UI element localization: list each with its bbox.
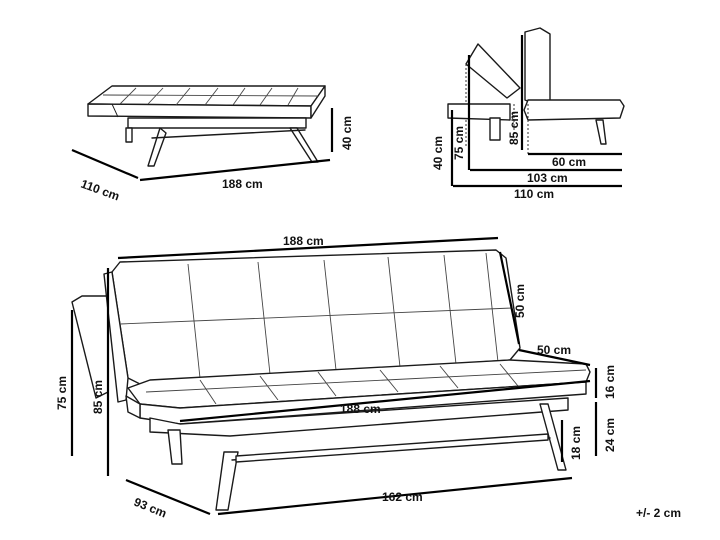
- main-back-cushion-dimension-line: [498, 251, 521, 345]
- top-left-bed-view: 188 cm 110 cm 40 cm: [71, 85, 354, 204]
- main-leg-height-label: 18 cm: [569, 426, 583, 460]
- top-right-side-view: 85 cm 75 cm 40 cm 60 cm 103 cm 110 cm: [431, 27, 625, 201]
- main-back-cushion-label: 50 cm: [513, 284, 527, 318]
- main-overall-height-label: 85 cm: [91, 380, 105, 414]
- side-seat-height-label: 40 cm: [431, 136, 445, 170]
- main-leg-span-dimension-line: [217, 476, 573, 516]
- main-back-height-label: 75 cm: [55, 376, 69, 410]
- top-left-depth-label: 110 cm: [79, 177, 121, 204]
- main-depth-label: 93 cm: [132, 495, 169, 521]
- top-left-width-label: 188 cm: [222, 177, 263, 191]
- top-left-height-label: 40 cm: [340, 116, 354, 150]
- side-profile-drawing: [447, 27, 625, 154]
- top-left-depth-dimension-line: [71, 148, 139, 180]
- side-seat-depth-label: 60 cm: [552, 155, 586, 169]
- main-seat-height-label: 24 cm: [603, 418, 617, 452]
- main-seat-depth-label: 50 cm: [537, 343, 571, 357]
- main-top-width-label: 188 cm: [283, 234, 324, 248]
- main-depth-dimension-line: [125, 478, 211, 516]
- side-total-depth-label: 110 cm: [514, 187, 554, 201]
- side-back-lower-height-label: 75 cm: [452, 126, 466, 160]
- main-seat-width-label: 188 cm: [340, 402, 381, 416]
- main-leg-span-label: 162 cm: [382, 490, 423, 504]
- side-mid-depth-label: 103 cm: [527, 171, 568, 185]
- side-back-height-label: 85 cm: [507, 111, 521, 145]
- tolerance-note: +/- 2 cm: [636, 506, 681, 520]
- main-seat-depth-dimension-line: [518, 348, 591, 367]
- main-top-width-dimension-line: [117, 236, 499, 260]
- main-seat-thickness-label: 16 cm: [603, 365, 617, 399]
- top-left-width-dimension-line: [139, 158, 331, 182]
- main-sofa-view: 188 cm 50 cm 50 cm 188 cm 85 cm 75 cm 93…: [55, 234, 617, 521]
- main-seat-width-dimension-line: [179, 379, 591, 423]
- bed-drawing: [87, 85, 326, 167]
